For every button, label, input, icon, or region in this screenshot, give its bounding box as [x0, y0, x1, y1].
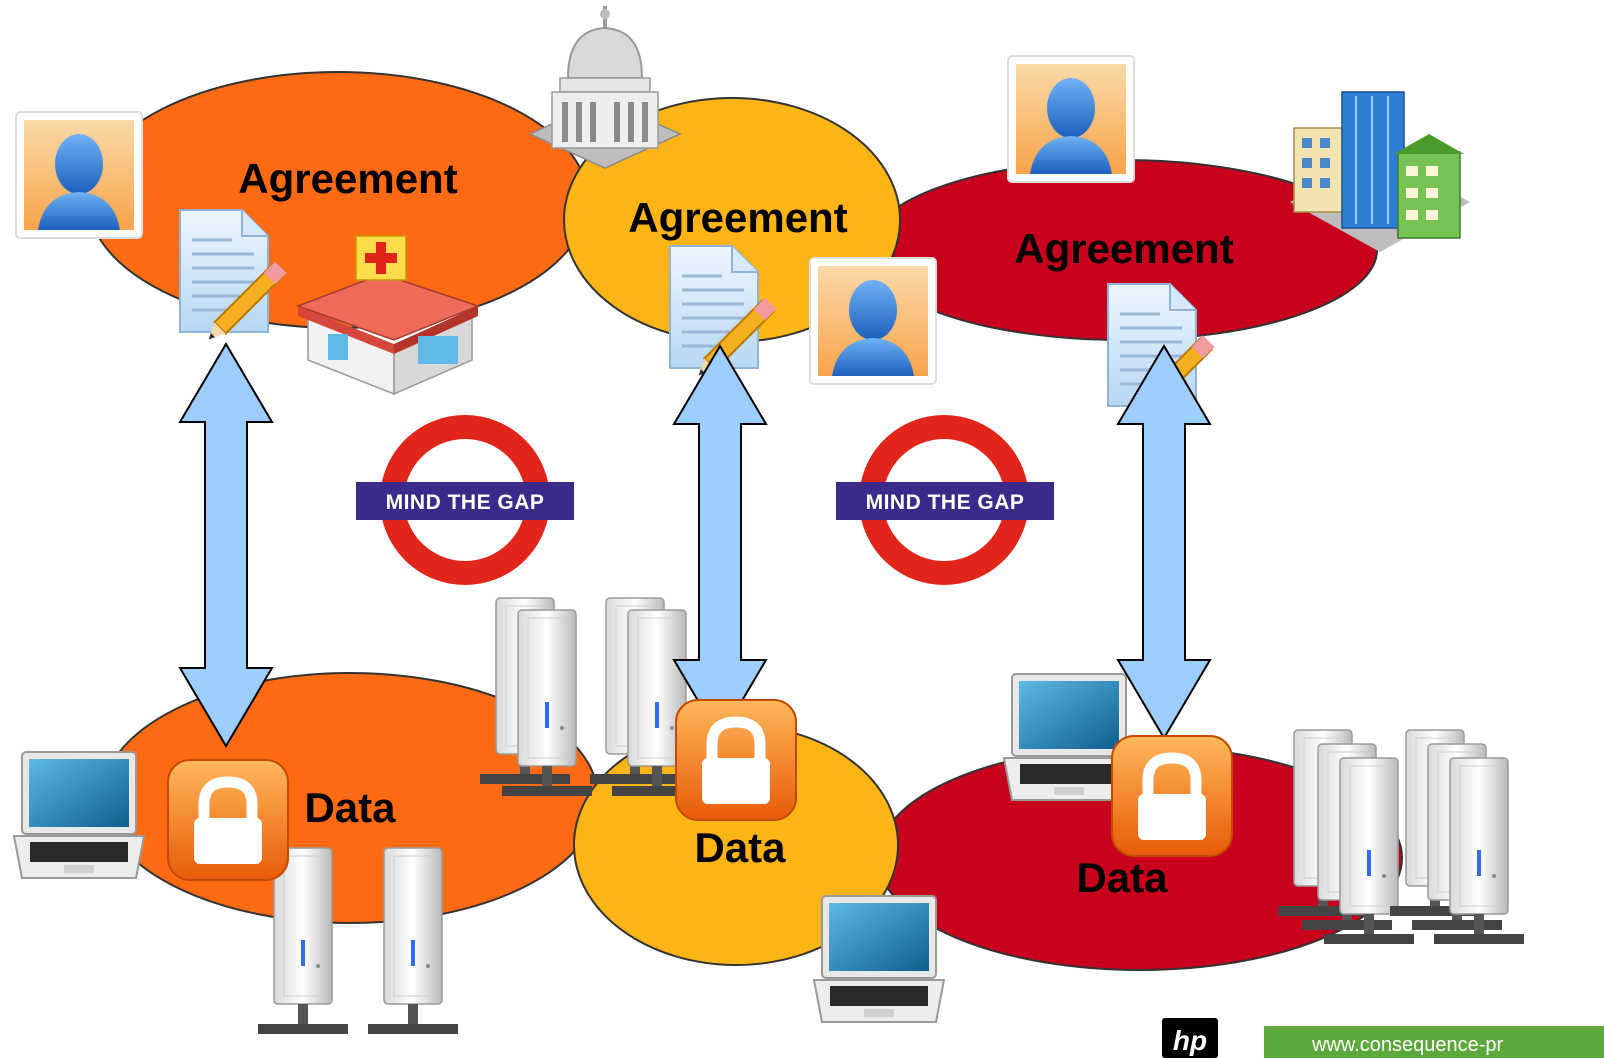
double-arrow-icon — [672, 344, 768, 740]
agreement-label-3: Agreement — [1014, 225, 1233, 272]
user-icon — [809, 257, 937, 385]
laptop-icon — [13, 751, 145, 879]
mind-the-gap-label: MIND THE GAP — [386, 491, 545, 514]
agreement-label-2: Agreement — [628, 194, 847, 241]
mind-the-gap-sign-1: MIND THE GAP — [356, 415, 574, 585]
footer-url-bar: www.consequence-pr — [1264, 1026, 1604, 1058]
mind-the-gap-label: MIND THE GAP — [866, 491, 1025, 514]
laptop-icon — [813, 895, 945, 1023]
data-label-3: Data — [1076, 854, 1168, 901]
double-arrow-icon — [178, 342, 274, 748]
padlock-icon — [676, 700, 796, 820]
mind-the-gap-sign-2: MIND THE GAP — [836, 415, 1054, 585]
user-icon — [1007, 55, 1135, 183]
hospital-icon — [295, 235, 481, 396]
user-icon — [15, 111, 143, 239]
government-building-icon — [528, 6, 682, 169]
server-cluster-3 — [1277, 729, 1525, 945]
hp-logo-text: hp — [1173, 1025, 1207, 1056]
data-label-2: Data — [694, 824, 786, 871]
data-label-1: Data — [304, 784, 396, 831]
agreement-label-1: Agreement — [238, 155, 457, 202]
padlock-icon — [168, 760, 288, 880]
hp-logo: hp — [1162, 1018, 1218, 1058]
office-buildings-icon — [1290, 91, 1470, 252]
double-arrow-icon — [1116, 344, 1212, 740]
footer-url: www.consequence-pr — [1311, 1034, 1504, 1056]
padlock-icon — [1112, 736, 1232, 856]
